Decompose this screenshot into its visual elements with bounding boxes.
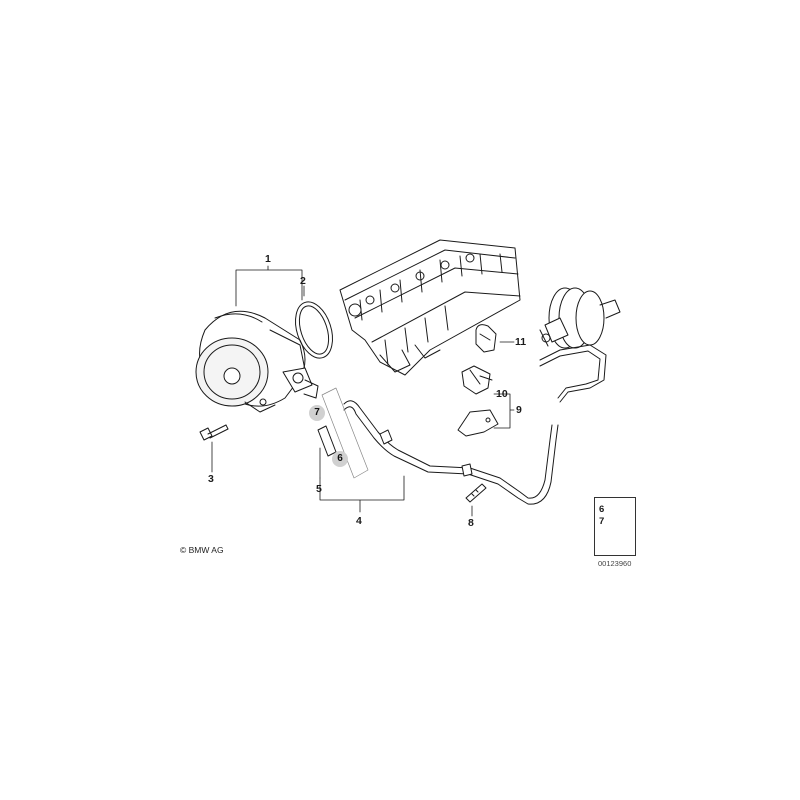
callout-3: 3 xyxy=(208,473,214,485)
legend-box xyxy=(594,497,636,556)
vacuum-pump xyxy=(195,310,319,413)
legend-number-7: 7 xyxy=(599,516,605,527)
detail-circle-7: 7 xyxy=(309,405,325,421)
callout-11: 11 xyxy=(515,336,527,348)
callout-4: 4 xyxy=(356,515,362,527)
diagram-number: 00123960 xyxy=(598,559,632,568)
callout-10: 10 xyxy=(496,388,508,400)
legend-number-6: 6 xyxy=(599,504,605,515)
clip xyxy=(465,483,487,503)
callout-5: 5 xyxy=(316,483,322,495)
holder xyxy=(457,409,499,437)
cylinder-head xyxy=(339,239,521,376)
grommet xyxy=(475,324,497,353)
o-ring xyxy=(295,301,333,359)
detail-circle-6: 6 xyxy=(332,451,348,467)
callout-1: 1 xyxy=(265,253,271,265)
callout-8: 8 xyxy=(468,517,474,529)
bolt xyxy=(199,424,229,441)
callout-2: 2 xyxy=(300,275,306,287)
leader-lines xyxy=(211,265,515,517)
copyright-text: © BMW AG xyxy=(180,545,224,555)
vacuum-hose xyxy=(343,344,607,505)
brake-booster xyxy=(539,287,621,349)
callout-9: 9 xyxy=(516,404,522,416)
check-valve xyxy=(461,365,493,395)
